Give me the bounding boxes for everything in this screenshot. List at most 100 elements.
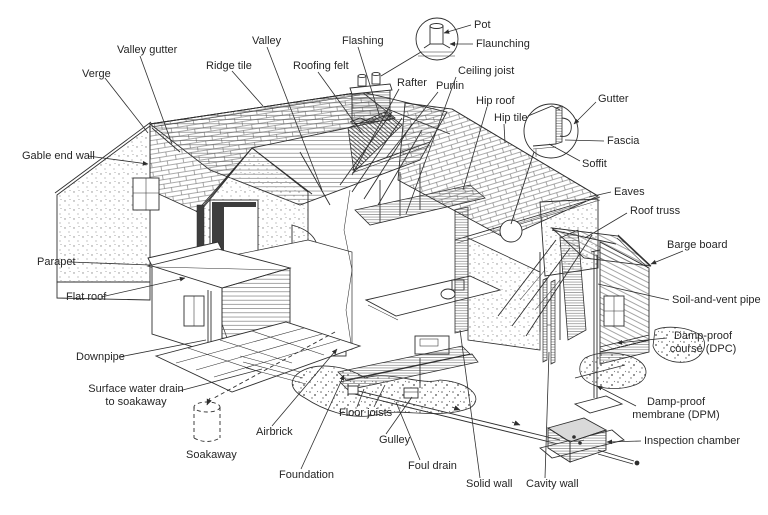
svg-text:Hip roof: Hip roof [476, 95, 515, 107]
label-pot: Pot [443, 19, 491, 34]
svg-text:Eaves: Eaves [614, 186, 645, 198]
label-soffit: Soffit [548, 143, 607, 170]
pot-callout-circle [380, 17, 459, 77]
label-foul-drain: Foul drain [395, 401, 457, 472]
left-gable-wall [54, 121, 160, 301]
label-rafter: Rafter [351, 77, 427, 176]
callout-connector [510, 151, 535, 225]
house-drawing [54, 17, 705, 466]
paving [154, 321, 362, 393]
label-barge-board: Barge board [650, 239, 728, 265]
svg-text:Valley gutter: Valley gutter [117, 44, 178, 56]
label-floor-joists: Floor joists [339, 384, 393, 419]
soffit-detail [532, 143, 557, 147]
soakaway-cylinder [193, 397, 221, 442]
svg-text:Gable end wall: Gable end wall [22, 150, 95, 162]
svg-text:Pot: Pot [474, 19, 491, 31]
gutter-callout-circle [510, 103, 579, 225]
flaunching-detail [423, 43, 451, 49]
svg-text:Gulley: Gulley [379, 434, 411, 446]
svg-text:Verge: Verge [82, 68, 111, 80]
svg-text:Airbrick: Airbrick [256, 426, 293, 438]
svg-text:Gutter: Gutter [598, 93, 629, 105]
barge-board-edge [617, 234, 652, 267]
cut-edge [343, 189, 353, 351]
dpm-line [574, 364, 626, 379]
svg-text:Foundation: Foundation [279, 469, 334, 481]
fascia-detail [555, 105, 563, 145]
svg-text:Roofing felt: Roofing felt [293, 60, 349, 72]
label-soakaway: Soakaway [186, 449, 237, 461]
label-soil-vent-pipe: Soil-and-vent pipe [597, 283, 761, 306]
label-foundation: Foundation [279, 374, 345, 481]
label-gulley: Gulley [379, 396, 413, 446]
foul-drain-pipe [349, 388, 640, 466]
valley-line [299, 151, 331, 206]
label-gable-end-wall: Gable end wall [22, 150, 149, 166]
interior-cutaway [331, 189, 556, 391]
svg-text:Parapet: Parapet [37, 256, 76, 268]
svg-text:Valley: Valley [252, 35, 282, 47]
svg-text:Inspection chamber: Inspection chamber [644, 435, 740, 447]
label-verge: Verge [82, 68, 149, 134]
hip-tile-edge [451, 108, 599, 197]
solid-wall-section [454, 206, 469, 334]
valley-gutter-line [151, 127, 181, 153]
svg-text:Cavity wall: Cavity wall [526, 478, 579, 490]
chamber-cover [573, 395, 624, 414]
label-valley-gutter: Valley gutter [117, 44, 178, 145]
svg-text:Soffit: Soffit [582, 158, 607, 170]
cavity-wall-section [542, 277, 556, 365]
svg-text:Flat roof: Flat roof [66, 291, 107, 303]
svg-text:Ceiling joist: Ceiling joist [458, 65, 514, 77]
svg-text:Downpipe: Downpipe [76, 351, 125, 363]
gutter-profile [559, 117, 572, 137]
side-opening [196, 204, 205, 252]
label-flashing: Flashing [342, 35, 384, 115]
svg-text:Solid wall: Solid wall [466, 478, 512, 490]
label-inspection-chamber: Inspection chamber [606, 435, 740, 447]
label-roof-truss: Roof truss [584, 205, 681, 239]
svg-text:Foul drain: Foul drain [408, 460, 457, 472]
eaves-target-circle [499, 219, 523, 243]
label-gutter: Gutter [573, 93, 629, 125]
label-purlin: Purlin [385, 80, 464, 159]
chimney-pots [357, 71, 381, 87]
label-flaunching: Flaunching [449, 38, 530, 50]
label-roofing-felt: Roofing felt [293, 60, 363, 134]
label-valley: Valley [252, 35, 323, 191]
label-cavity-wall: Cavity wall [526, 351, 579, 490]
label-ridge-tile: Ridge tile [206, 60, 264, 107]
svg-text:Hip tile: Hip tile [494, 112, 528, 124]
label-downpipe: Downpipe [76, 339, 207, 363]
svg-text:Roof truss: Roof truss [630, 205, 681, 217]
svg-text:Flaunching: Flaunching [476, 38, 530, 50]
label-parapet: Parapet [37, 256, 151, 268]
label-flat-roof: Flat roof [66, 276, 186, 303]
svg-text:Purlin: Purlin [436, 80, 464, 92]
svg-text:Barge board: Barge board [667, 239, 728, 251]
surface-water-drain-line [213, 331, 336, 399]
rear-gable [550, 227, 652, 398]
label-eaves: Eaves [588, 186, 645, 198]
svg-text:Soakaway: Soakaway [186, 449, 237, 461]
label-ceiling-joist: Ceiling joist [405, 65, 514, 215]
inspection-chamber-box [539, 395, 625, 463]
label-airbrick: Airbrick [256, 348, 338, 438]
verge-edge [54, 121, 152, 194]
svg-text:Flashing: Flashing [342, 35, 384, 47]
svg-text:Ridge tile: Ridge tile [206, 60, 252, 72]
callout-connector [380, 51, 422, 77]
label-fascia: Fascia [564, 135, 640, 147]
dpm-blob [579, 352, 647, 390]
label-hip-tile: Hip tile [494, 112, 528, 144]
foundation-rubble [239, 326, 705, 417]
svg-text:Fascia: Fascia [607, 135, 640, 147]
